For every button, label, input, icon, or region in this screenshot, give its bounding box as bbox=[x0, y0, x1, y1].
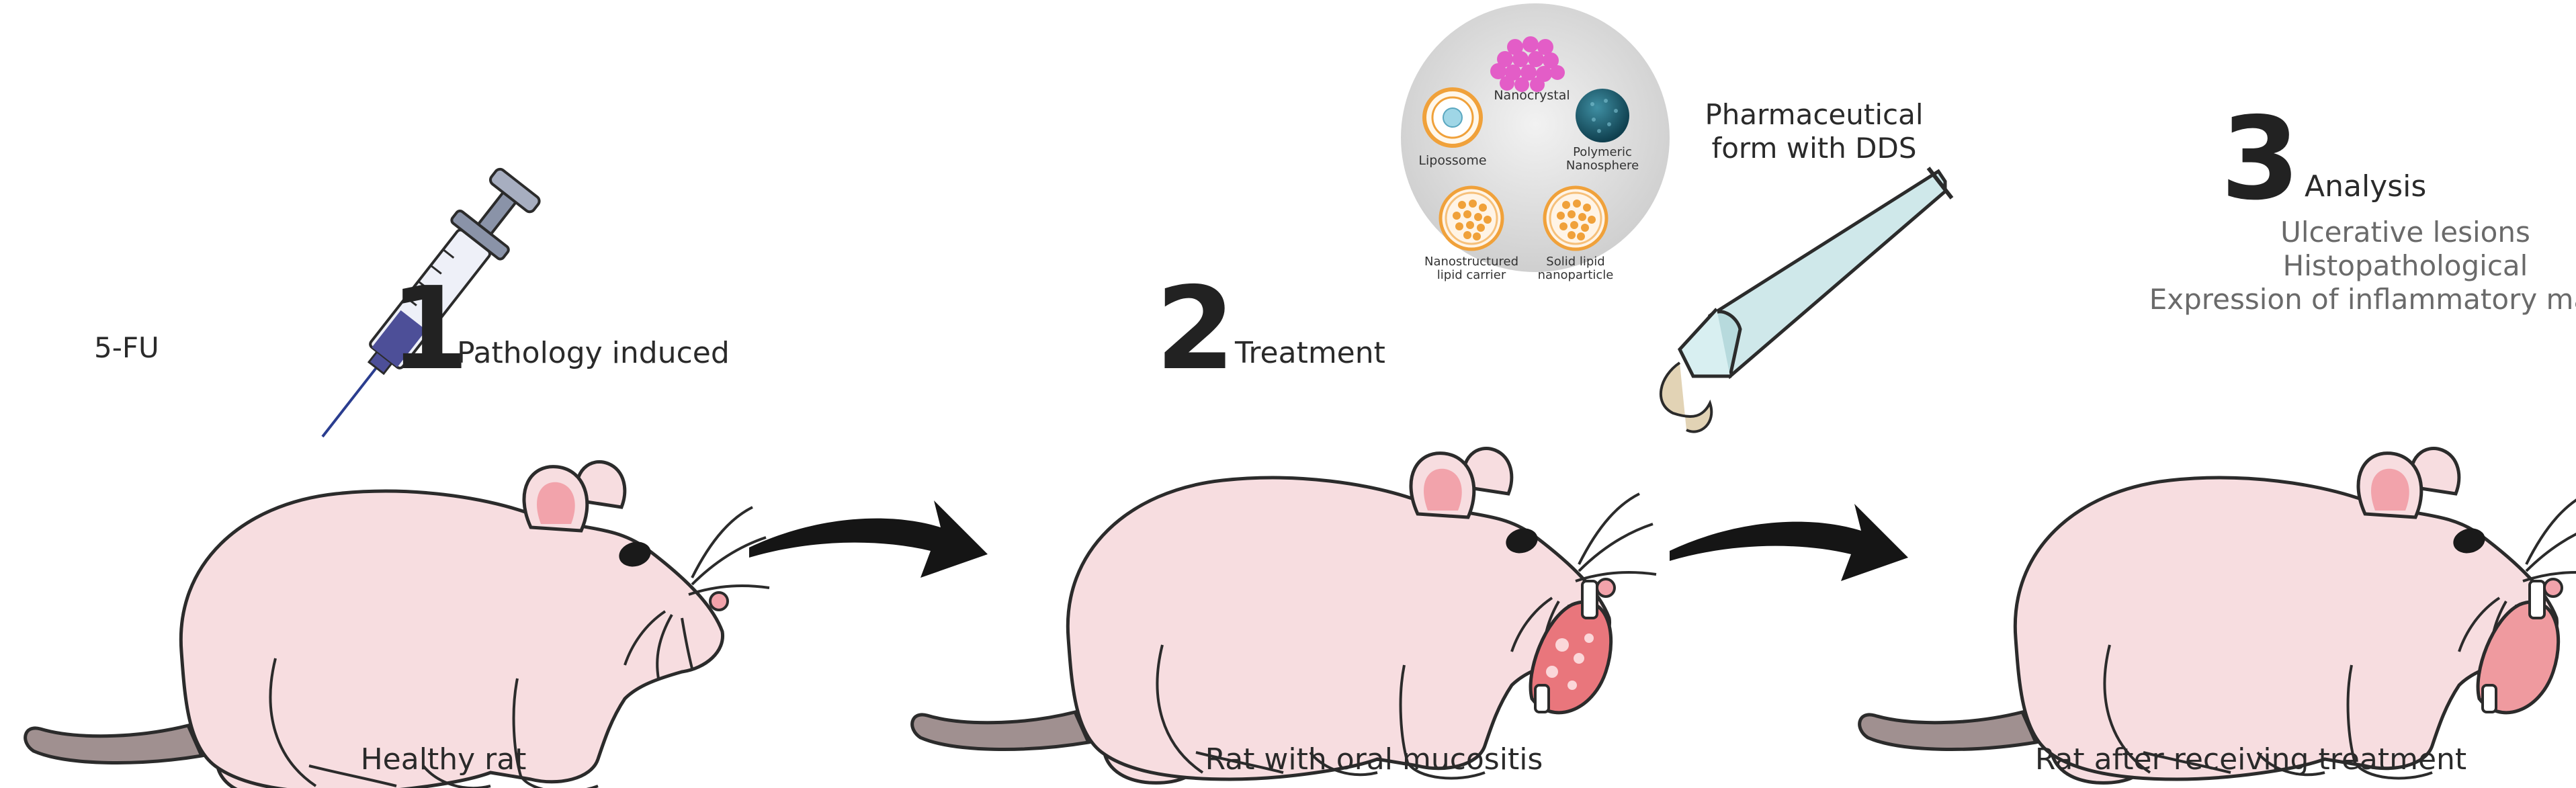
step-3-title: Analysis bbox=[2305, 169, 2426, 204]
polymeric-label-1: Polymeric bbox=[1573, 145, 1632, 159]
nlc-label-1: Nanostructured bbox=[1424, 255, 1518, 269]
solid-lipid-nanoparticle-icon bbox=[1545, 187, 1606, 249]
analysis-item-3: Expression of inflammatory markers bbox=[2149, 283, 2576, 316]
syringe-icon bbox=[321, 167, 541, 438]
ointment-tube-icon bbox=[1660, 167, 1954, 433]
nanocrystal-icon bbox=[1490, 36, 1565, 92]
liposome-label: Lipossome bbox=[1418, 153, 1486, 168]
liposome-icon bbox=[1422, 87, 1483, 148]
nanostructured-lipid-carrier-icon bbox=[1441, 187, 1502, 249]
caption-treated: Rat after receiving treatment bbox=[2035, 742, 2466, 777]
polymeric-nanosphere-icon bbox=[1576, 89, 1629, 142]
analysis-item-2: Histopathological bbox=[2283, 249, 2528, 282]
analysis-item-1: Ulcerative lesions bbox=[2280, 216, 2530, 249]
step-1-title: Pathology induced bbox=[457, 336, 730, 370]
dds-label-1: Pharmaceutical bbox=[1705, 98, 1923, 131]
nanocrystal-label: Nanocrystal bbox=[1494, 88, 1570, 103]
nlc-label-2: lipid carrier bbox=[1437, 268, 1506, 282]
rat-treated bbox=[1860, 448, 2576, 783]
polymeric-label-2: Nanosphere bbox=[1566, 159, 1639, 173]
step-2-title: Treatment bbox=[1234, 336, 1385, 370]
caption-healthy: Healthy rat bbox=[361, 742, 527, 777]
arrow-1 bbox=[749, 500, 988, 578]
nanocarrier-panel: Nanocrystal Lipossome Polymeric Nanosphe… bbox=[1401, 3, 1670, 282]
drug-label: 5-FU bbox=[94, 331, 159, 364]
rat-healthy bbox=[26, 462, 769, 788]
sln-label-1: Solid lipid bbox=[1546, 255, 1604, 269]
step-3-number: 3 bbox=[2221, 93, 2300, 226]
caption-mucositis: Rat with oral mucositis bbox=[1205, 742, 1543, 777]
rat-mucositis bbox=[912, 448, 1656, 783]
sln-label-2: nanoparticle bbox=[1538, 268, 1614, 282]
step-2-number: 2 bbox=[1156, 263, 1235, 396]
arrow-2 bbox=[1670, 504, 1908, 581]
dds-label-2: form with DDS bbox=[1711, 132, 1916, 165]
step-1-number: 1 bbox=[390, 263, 469, 396]
